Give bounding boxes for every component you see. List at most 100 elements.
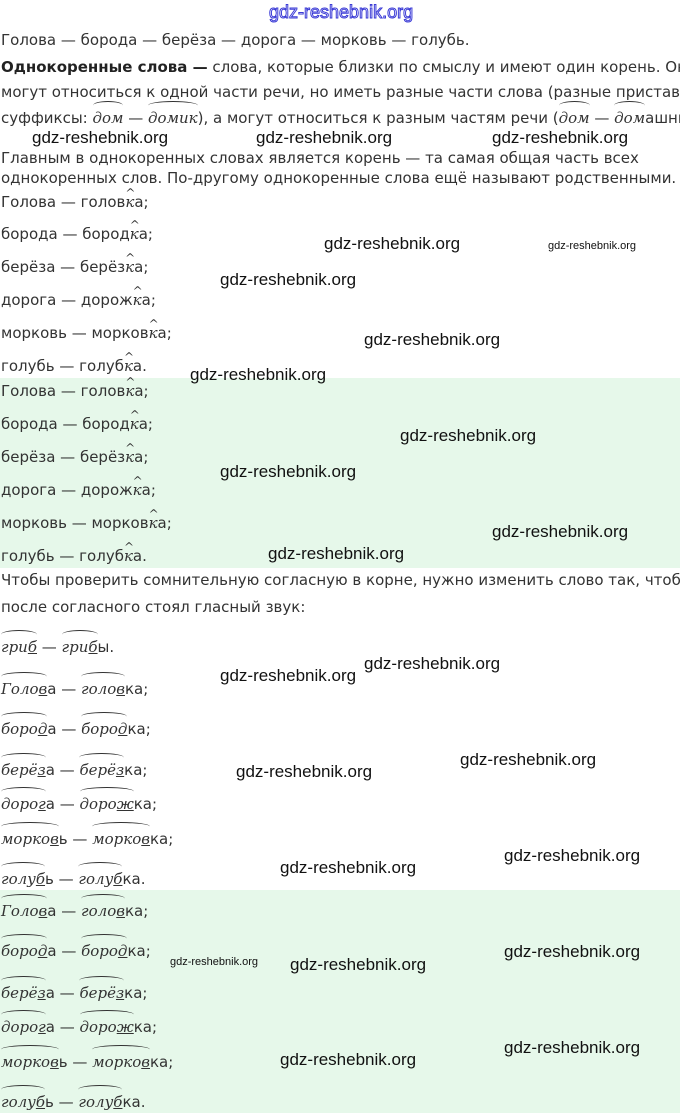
root: голуб <box>78 1085 123 1112</box>
watermark: gdz-reshebnik.org <box>220 270 357 289</box>
root: дорож <box>79 1010 134 1037</box>
watermark: gdz-reshebnik.org <box>236 762 373 781</box>
watermark: gdz-reshebnik.org <box>268 2 414 23</box>
suffix: к <box>125 372 134 401</box>
punct: ; <box>142 984 148 1002</box>
punct: ; <box>150 291 156 309</box>
ending: а <box>47 720 57 738</box>
checked-consonant: в <box>38 902 48 920</box>
definition-line-3: суффиксы: дом — домик), а могут относить… <box>1 101 680 128</box>
root-line: Голова — головка; <box>1 894 148 921</box>
dash: — <box>54 547 80 565</box>
check-line-1: Чтобы проверить сомнительную согласную в… <box>1 571 680 589</box>
main-line-2: однокоренных слов. По-другому однокоренн… <box>1 169 677 187</box>
suffix: к <box>149 314 158 343</box>
root-text: голу <box>78 870 114 888</box>
checked-consonant: ж <box>116 1018 134 1036</box>
ending: а <box>45 761 55 779</box>
root: морков <box>1 1045 59 1072</box>
ending: а <box>134 193 144 211</box>
root-line: борода — бородка; <box>1 712 151 739</box>
pair-line: берёза — берёзка; <box>1 248 148 277</box>
root: дорог <box>1 1010 46 1037</box>
punct: ; <box>152 1018 158 1036</box>
punct: ; <box>150 481 156 499</box>
root-word: домик <box>148 101 198 127</box>
pair-line: борода — бородка; <box>1 215 153 244</box>
root: Голов <box>1 894 48 921</box>
punct: . <box>142 357 147 375</box>
dash: — <box>54 1018 80 1036</box>
pair-line: дорога — дорожка; <box>1 281 156 310</box>
root-text: доро <box>79 795 117 813</box>
watermark: gdz-reshebnik.org <box>220 666 357 685</box>
related-word-stem: голуб <box>79 547 124 565</box>
pair-line: морковь — морковка; <box>1 314 172 343</box>
punct: . <box>140 1093 146 1111</box>
ending: ка <box>124 902 144 920</box>
root-text: доро <box>1 795 39 813</box>
punct: ; <box>166 514 172 532</box>
text: ), а могут относиться к разным частям ре… <box>197 109 559 127</box>
ending: а <box>45 984 55 1002</box>
ending: ка <box>124 680 144 698</box>
root-text: голо <box>81 902 117 920</box>
dash: — <box>56 720 82 738</box>
root-text: берё <box>1 761 38 779</box>
related-word-stem: бород <box>82 225 130 243</box>
checked-consonant: г <box>38 1018 46 1036</box>
root: гриб <box>1 630 37 657</box>
root: дорог <box>1 787 46 814</box>
root-line: гриб — грибы. <box>1 630 114 657</box>
root: голуб <box>1 1085 46 1112</box>
pair-line: голубь — голубка. <box>1 347 147 376</box>
dash: — <box>56 291 81 309</box>
watermark: gdz-reshebnik.org <box>492 128 629 147</box>
root-text: голу <box>78 1093 114 1111</box>
ending: ка <box>133 795 153 813</box>
watermark: gdz-reshebnik.org <box>548 240 637 252</box>
punct: ; <box>166 324 172 342</box>
highlight-block <box>0 378 680 568</box>
checked-consonant: в <box>116 902 125 920</box>
word: голубь <box>1 357 55 375</box>
text: суффиксы: <box>1 109 93 127</box>
root: гриб <box>61 630 98 657</box>
definition-text: слова, которые близки по смыслу и имеют … <box>207 58 680 76</box>
ending: а <box>157 514 167 532</box>
dash: — <box>56 902 82 920</box>
root-text: морко <box>92 830 142 848</box>
ending: а <box>157 324 167 342</box>
ending: а <box>47 902 57 920</box>
root-word: дом <box>92 101 124 127</box>
word: Голова <box>1 193 57 211</box>
ending: а <box>141 481 151 499</box>
root: голов <box>81 672 125 699</box>
punct: ; <box>145 942 151 960</box>
watermark: gdz-reshebnik.org <box>504 846 641 865</box>
ending: а <box>47 680 57 698</box>
root: бород <box>81 934 128 961</box>
suffix: к <box>125 438 134 467</box>
suffix: к <box>130 215 139 244</box>
root-word: дом <box>558 101 590 127</box>
root: морков <box>92 822 150 849</box>
ending: ка <box>149 1053 169 1071</box>
pair-line: морковь — морковка; <box>1 504 172 533</box>
root: бород <box>1 712 48 739</box>
root-line: берёза — берёзка; <box>1 976 148 1003</box>
ending: ка <box>124 984 143 1002</box>
check-line-2: после согласного стоял гласный звук: <box>1 598 306 616</box>
ending: а <box>134 448 144 466</box>
checked-consonant: в <box>50 1053 59 1071</box>
watermark: gdz-reshebnik.org <box>290 955 427 974</box>
punct: . <box>142 547 147 565</box>
root-line: голубь — голубка. <box>1 1085 146 1112</box>
root-text: боро <box>81 942 118 960</box>
suffix: к <box>124 347 133 376</box>
dash: — <box>54 984 80 1002</box>
root-line: дорога — дорожка; <box>1 1010 158 1037</box>
root-text: доро <box>1 1018 39 1036</box>
root-text: доро <box>79 1018 117 1036</box>
dash: — <box>37 638 62 656</box>
